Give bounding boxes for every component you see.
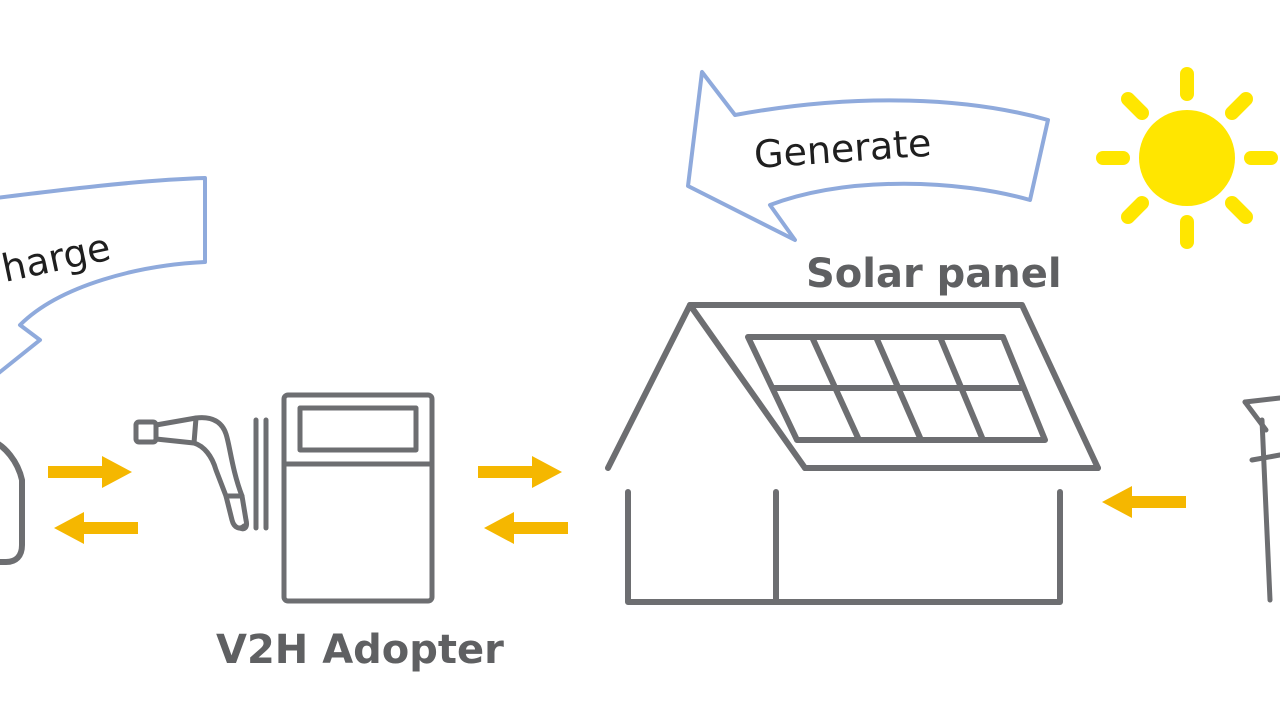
charge-arrow: harge: [0, 176, 207, 375]
solar-panel-icon: [745, 334, 1048, 443]
car-icon: [0, 441, 25, 565]
power-pylon-icon: [1242, 395, 1280, 603]
solar-panel-label: Solar panel: [806, 251, 1062, 297]
flow-arrows: [48, 456, 1186, 544]
sun-icon: [1096, 67, 1278, 249]
flow-arrow-left-2: [484, 512, 568, 544]
generate-arrow: Generate: [686, 70, 1050, 242]
flow-arrow-left-1: [54, 512, 138, 544]
charging-plug-icon: [133, 415, 269, 532]
flow-arrow-left-3: [1102, 486, 1186, 518]
flow-arrow-right-1: [48, 456, 132, 488]
charge-arrow-shape: [0, 176, 207, 375]
house-icon: [605, 302, 1101, 605]
generate-arrow-shape: [686, 70, 1050, 242]
flow-arrow-right-2: [478, 456, 562, 488]
v2h-adopter-label: V2H Adopter: [216, 627, 504, 673]
v2h-unit-icon: [281, 392, 435, 604]
